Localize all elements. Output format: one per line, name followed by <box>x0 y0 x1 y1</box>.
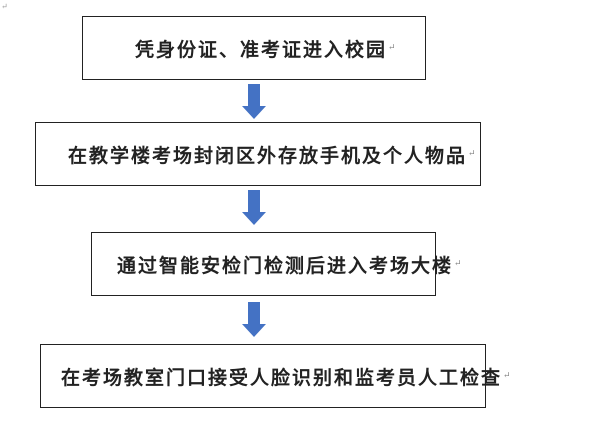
return-mark: ↵ <box>388 43 396 53</box>
step-label: 通过智能安检门检测后进入考场大楼 <box>117 254 454 277</box>
flow-step-2: 在教学楼考场封闭区外存放手机及个人物品↵ <box>35 122 481 186</box>
flow-step-4: 在考场教室门口接受人脸识别和监考员人工检查↵ <box>40 344 511 408</box>
arrow-down-icon <box>242 84 266 119</box>
arrow-down-icon <box>242 302 266 337</box>
return-mark: ↵ <box>468 149 476 159</box>
return-mark: ↵ <box>454 259 462 269</box>
step-label: 凭身份证、准考证进入校园 <box>135 38 388 61</box>
arrow-down-icon <box>242 190 266 225</box>
step-label: 在考场教室门口接受人脸识别和监考员人工检查 <box>61 366 503 389</box>
step-label: 在教学楼考场封闭区外存放手机及个人物品 <box>68 144 468 167</box>
flow-step-3: 通过智能安检门检测后进入考场大楼↵ <box>91 232 462 296</box>
flow-step-1: 凭身份证、准考证进入校园↵ <box>82 16 426 80</box>
paragraph-mark: ↵ <box>1 2 8 11</box>
return-mark: ↵ <box>503 371 511 381</box>
